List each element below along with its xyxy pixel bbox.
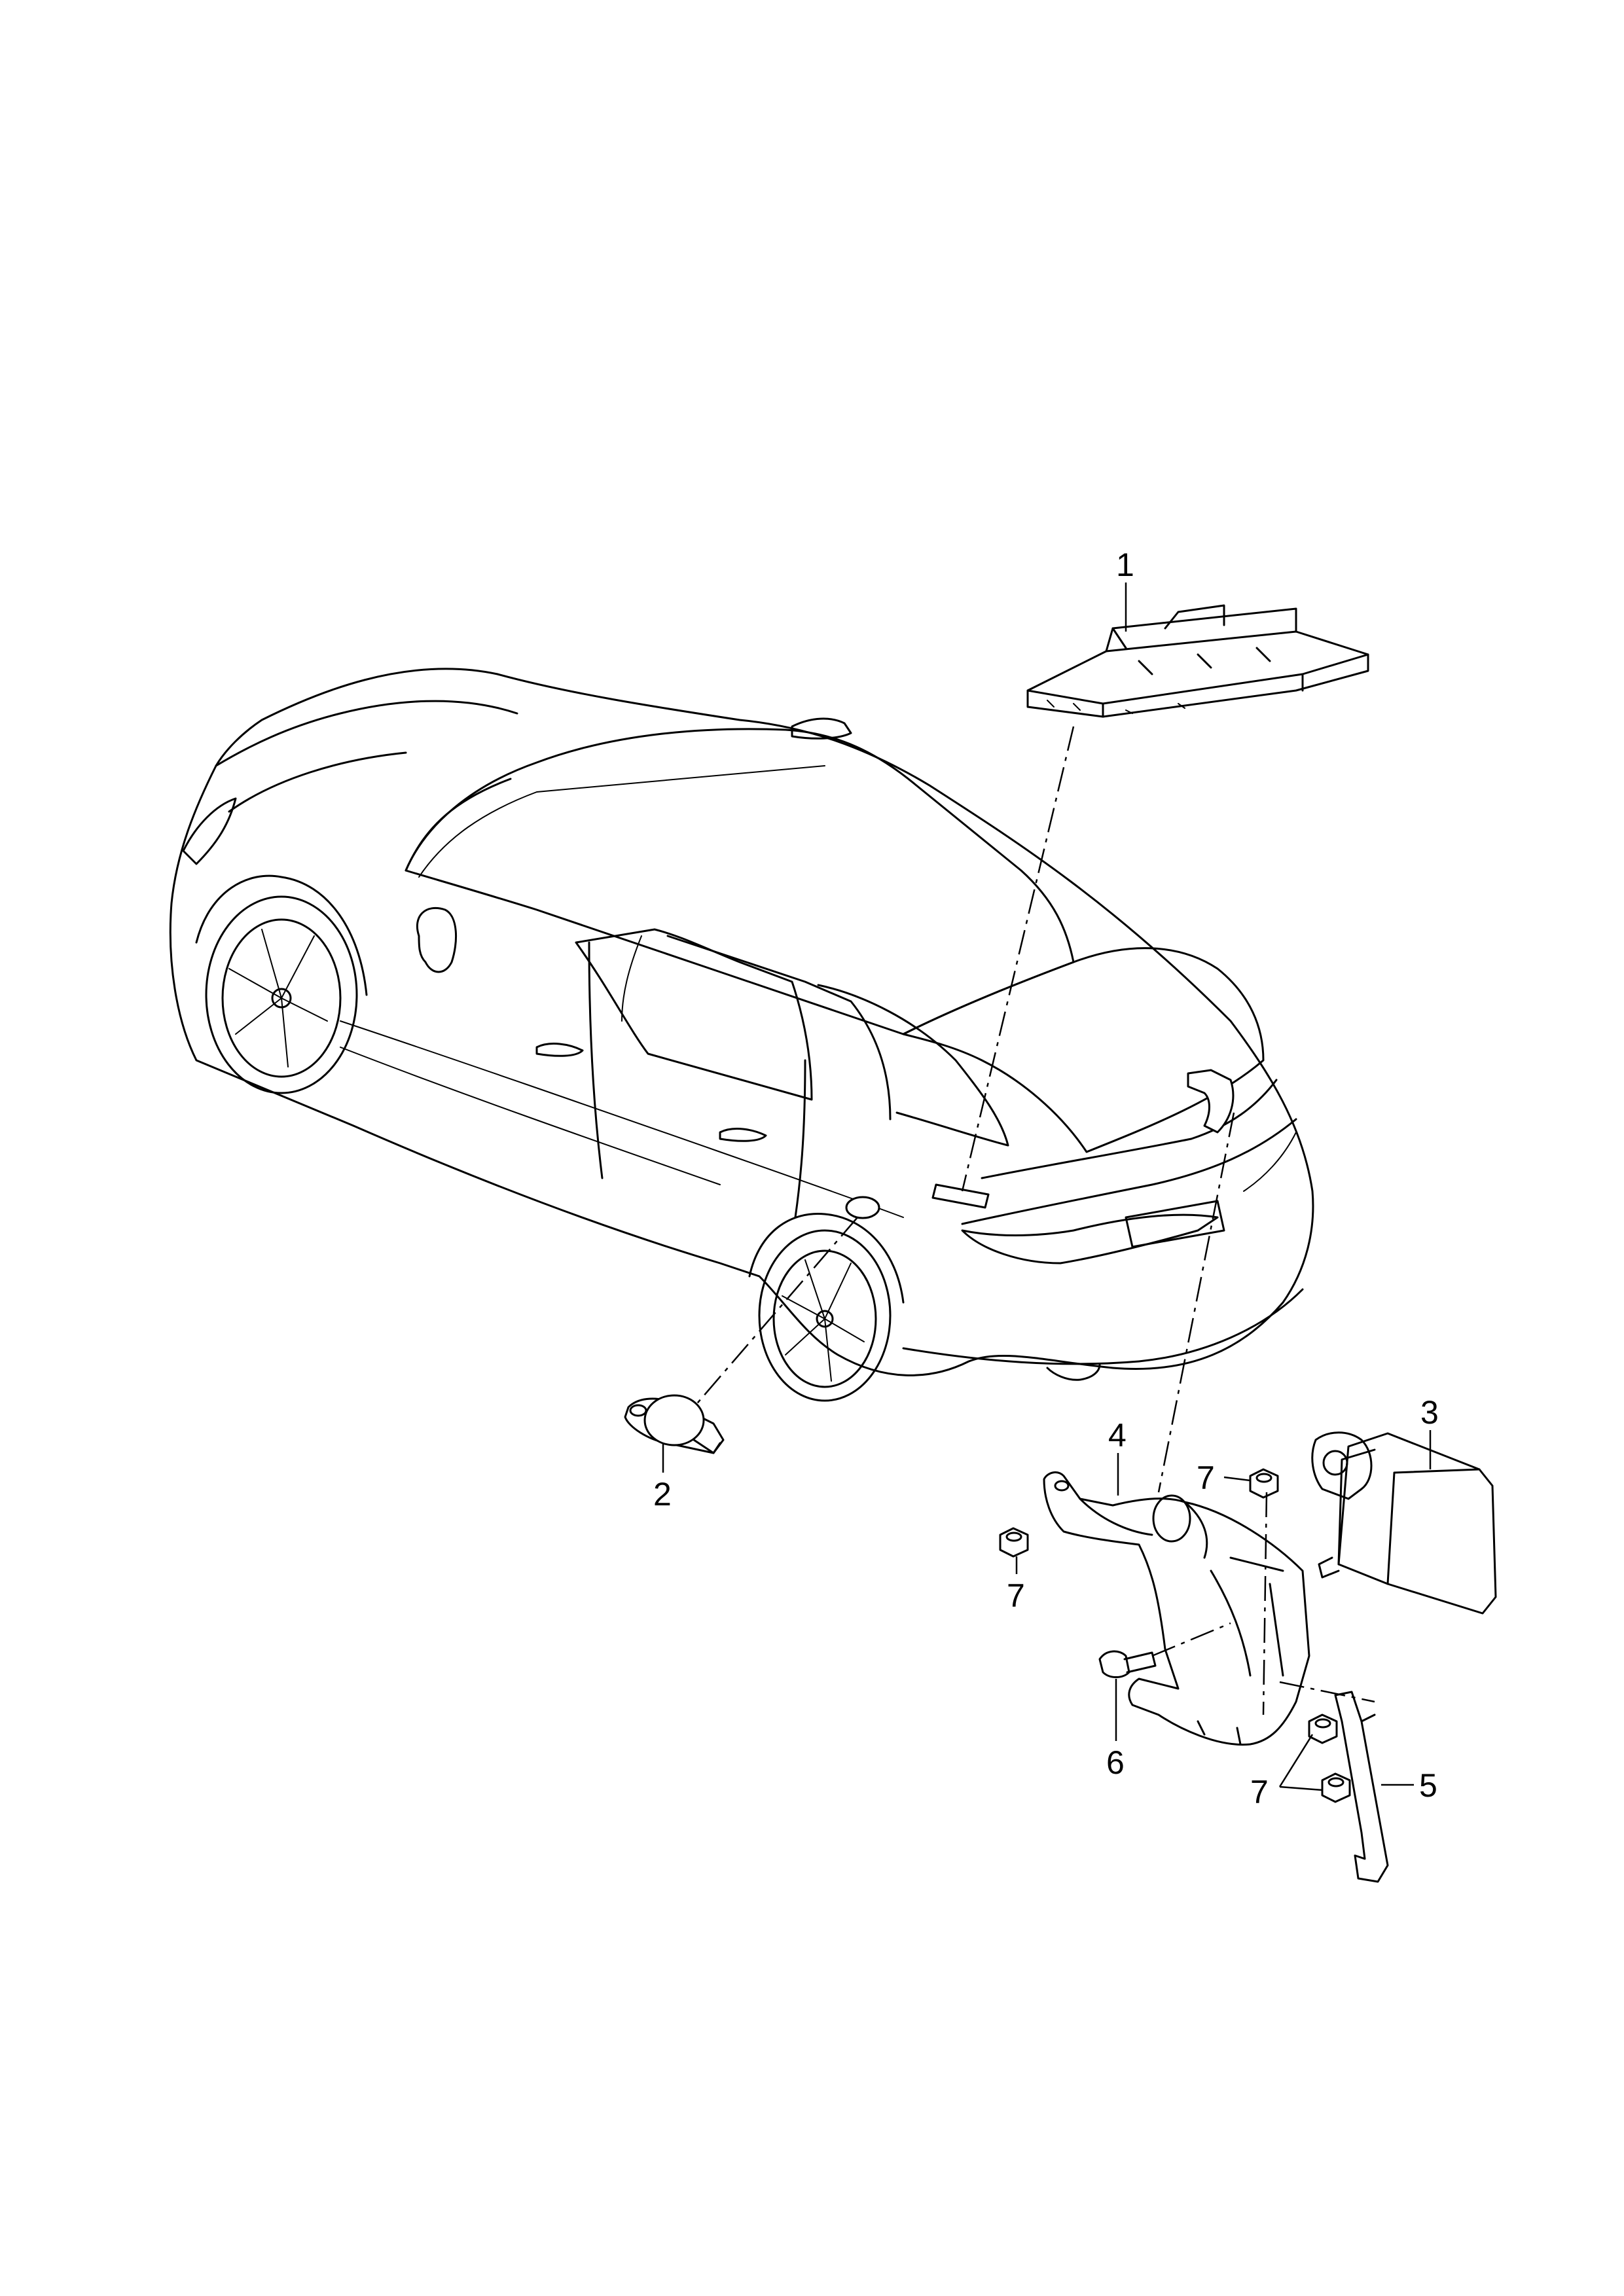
- part-7-nut-c: [1308, 1713, 1338, 1744]
- part-4-bracket: [1043, 1471, 1310, 1746]
- part-2-sensor: [624, 1394, 725, 1454]
- part-7-nut-b: [1249, 1468, 1279, 1499]
- part-6-bolt: [1098, 1650, 1157, 1678]
- leader-7c: [1278, 1734, 1323, 1791]
- car-illustration: [169, 668, 1314, 1402]
- callout-3: 3: [1420, 1394, 1439, 1431]
- location-line-part-2: [693, 1217, 858, 1408]
- part-7-nut-d: [1321, 1772, 1351, 1803]
- bracket-location-marker: [1187, 1069, 1235, 1134]
- part-5-strap: [1334, 1691, 1389, 1883]
- location-line-part-4: [1157, 1112, 1235, 1493]
- callout-7-left: 7: [1007, 1577, 1025, 1614]
- part-1-control-unit: [1026, 604, 1369, 718]
- location-line-part-1: [961, 726, 1075, 1192]
- callout-1: 1: [1116, 547, 1134, 583]
- module-location-marker: [931, 1183, 990, 1209]
- location-line-bolt: [1262, 1492, 1268, 1715]
- leader-7b: [1223, 1476, 1251, 1482]
- callout-6: 6: [1106, 1744, 1125, 1781]
- callout-7-bottom: 7: [1250, 1774, 1269, 1810]
- callout-2: 2: [653, 1476, 672, 1513]
- part-3-module: [1311, 1431, 1497, 1615]
- callout-5: 5: [1419, 1767, 1437, 1804]
- part-7-nut-a: [999, 1527, 1029, 1558]
- callout-4: 4: [1108, 1417, 1127, 1454]
- sensor-location-marker: [845, 1196, 880, 1219]
- callout-7-top: 7: [1197, 1460, 1215, 1496]
- location-line-nuts: [1151, 1622, 1375, 1703]
